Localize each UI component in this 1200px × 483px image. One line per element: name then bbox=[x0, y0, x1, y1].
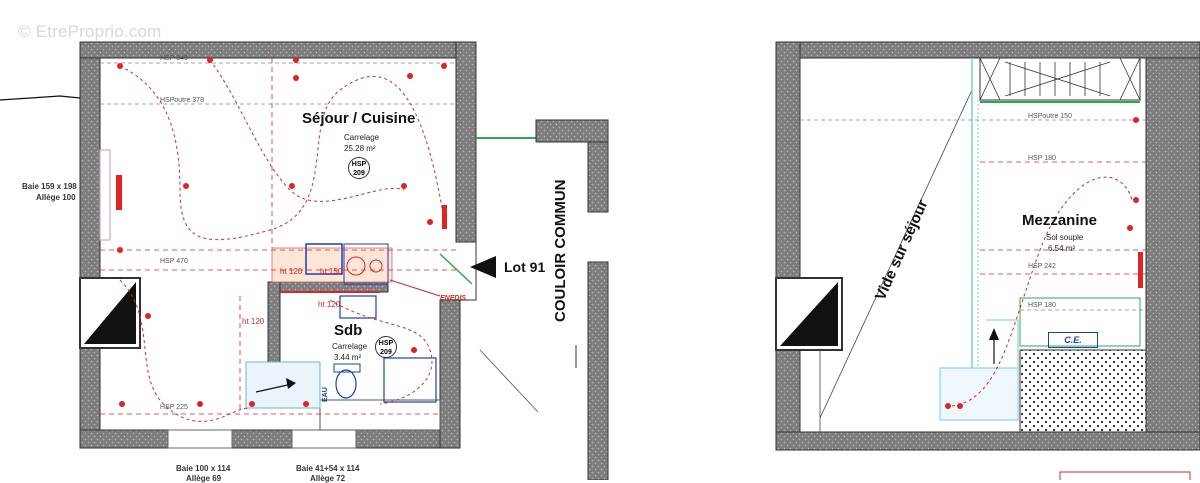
hsp-label-470: HSP 470 bbox=[160, 258, 188, 265]
hsp-badge-label: HSP bbox=[351, 161, 367, 168]
window-bottom-1-size: Baie 100 x 114 bbox=[176, 464, 231, 473]
height-label: ht 120 bbox=[280, 267, 303, 276]
room-name-mezzanine: Mezzanine bbox=[1022, 212, 1098, 229]
lot-number-label: Lot 91 bbox=[504, 259, 546, 275]
hsp-label-poutre-378: HSPoutre 378 bbox=[160, 97, 204, 104]
room-floor-mezzanine: Sol souple bbox=[1046, 233, 1084, 242]
left-plan bbox=[0, 41, 609, 480]
room-name-sejour: Séjour / Cuisine bbox=[302, 110, 416, 127]
hsp-badge-sejour: HSP 209 bbox=[348, 157, 370, 179]
watermark-text: © EtreProprio.com bbox=[18, 22, 162, 41]
window-left-size: Baie 159 x 198 bbox=[22, 182, 77, 191]
hsp-label-225: HSP 225 bbox=[160, 404, 188, 411]
room-floor-sdb: Carrelage bbox=[332, 342, 368, 351]
window-bottom-1-allege: Allège 69 bbox=[186, 474, 222, 483]
hsp-label-poutre-150: HSPoutre 150 bbox=[1028, 113, 1072, 120]
hsp-badge-value: 209 bbox=[380, 349, 392, 356]
hsp-badge-sdb: HSP 209 bbox=[375, 336, 397, 358]
room-floor-sejour: Carrelage bbox=[344, 133, 380, 142]
room-name-sdb: Sdb bbox=[334, 322, 363, 339]
window-bottom-2-size: Baie 41+54 x 114 bbox=[296, 464, 360, 473]
room-area-sdb: 3.44 m² bbox=[334, 353, 362, 362]
hsp-badge-label: HSP bbox=[378, 340, 394, 347]
enedis-label: ENEDIS bbox=[440, 295, 467, 302]
window-left-allege: Allège 100 bbox=[36, 193, 76, 202]
height-label: ht 120 bbox=[318, 300, 341, 309]
water-label: EAU bbox=[322, 387, 329, 402]
hsp-label-242: HSP 242 bbox=[1028, 263, 1056, 270]
room-area-sejour: 25.28 m² bbox=[344, 144, 376, 153]
window-bottom-2-allege: Allège 72 bbox=[310, 474, 346, 483]
hsp-label-180-lower: HSP 180 bbox=[1028, 302, 1056, 309]
hsp-badge-value: 209 bbox=[353, 170, 365, 177]
room-area-mezzanine: 6.54 m² bbox=[1048, 244, 1076, 253]
height-label: ht 120 bbox=[242, 317, 265, 326]
right-plan bbox=[775, 41, 1200, 480]
hsp-label-180: HSP 180 bbox=[1028, 155, 1056, 162]
height-label: ht 150 bbox=[320, 267, 343, 276]
ce-closet-label: C.E. bbox=[1048, 332, 1098, 348]
corridor-label: COULOIR COMMUN bbox=[552, 179, 569, 323]
hsp-label-349: HSP 349 bbox=[160, 55, 188, 62]
